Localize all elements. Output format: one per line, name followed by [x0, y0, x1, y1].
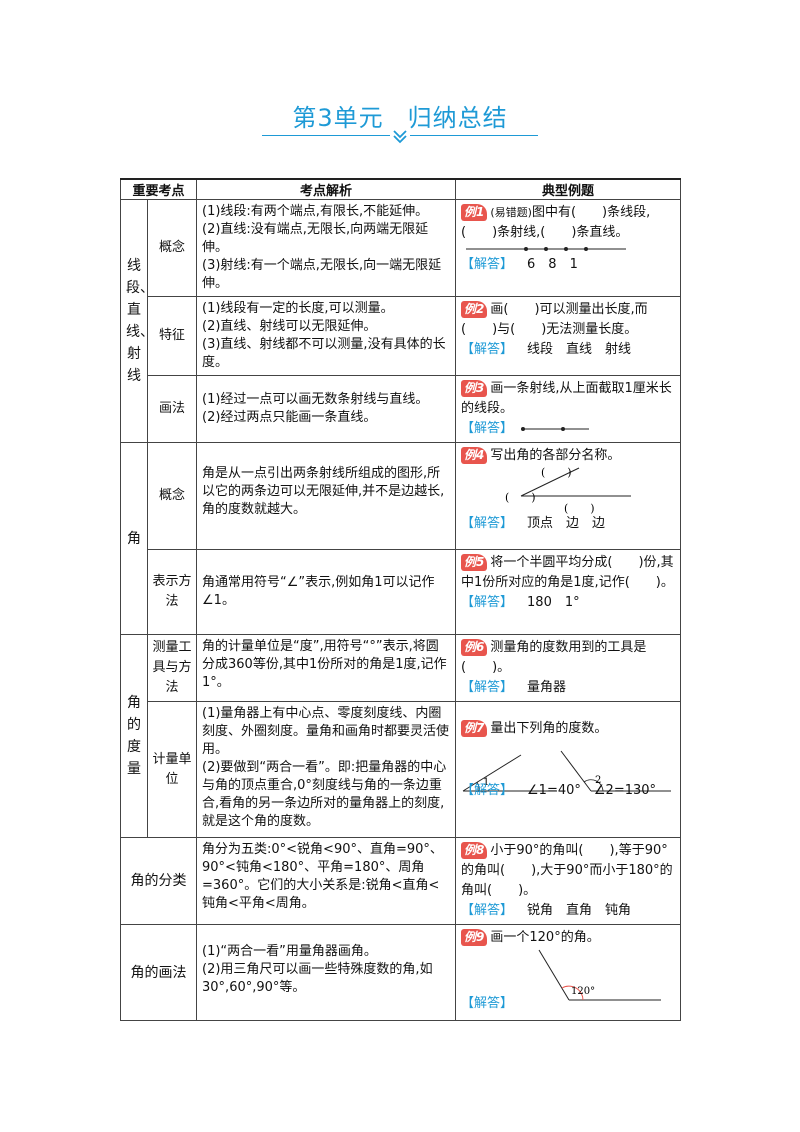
example-cell: 例1(易错题)图中有( )条线段,( )条射线,( )条直线。 【解答】6 8 …: [455, 199, 682, 297]
sub-tools: 测量工具与方法: [146, 634, 198, 702]
analysis-cell: (1)量角器上有中心点、零度刻度线、内圈刻度、外圈刻度。量角和画角时都要灵活使用…: [196, 701, 457, 838]
sub-concept: 概念: [146, 199, 198, 297]
table-header-row: 重要考点 考点解析 典型例题: [119, 178, 682, 200]
category-angle: 角: [120, 442, 148, 635]
analysis-cell: 角通常用符号“∠”表示,例如角1可以记作∠1。: [196, 549, 457, 635]
blank-side-label: ( ): [541, 466, 572, 479]
table-row: 画法 (1)经过一点可以画无数条射线与直线。 (2)经过两点只能画一条直线。 例…: [121, 375, 682, 443]
analysis-cell: (1)经过一点可以画无数条射线与直线。 (2)经过两点只能画一条直线。: [196, 375, 457, 443]
sub-drawing: 画法: [146, 375, 198, 443]
analysis-cell: (1)线段有一定的长度,可以测量。 (2)直线、射线可以无限延伸。 (3)直线、…: [196, 296, 457, 376]
category-lines: 线段、直线、射线: [120, 199, 154, 443]
category-measure: 角的度量: [120, 634, 148, 838]
answer-line: 【解答】: [461, 421, 514, 436]
title-underline-left: [262, 135, 390, 136]
category-drawing: 角的画法: [119, 924, 198, 1021]
sub-notation: 表示方法: [146, 549, 198, 635]
header-analysis: 考点解析: [196, 178, 457, 200]
table-row: 角 概念 角是从一点引出两条射线所组成的图形,所以它的两条边可以无限延伸,并不是…: [120, 442, 682, 635]
svg-text:2: 2: [595, 775, 601, 786]
answer-line: 【解答】180 1°: [461, 595, 580, 610]
table-row: 角的度量 测量工具与方法 角的计量单位是“度”,用符号“°”表示,将圆分成360…: [120, 634, 682, 838]
example-badge: 例7: [461, 720, 488, 737]
answer-line: 【解答】6 8 1: [461, 257, 578, 272]
angle-measure-figure: 1 2: [462, 750, 672, 792]
blank-vertex-label: ( ): [505, 491, 536, 504]
analysis-cell: 角是从一点引出两条射线所组成的图形,所以它的两条边可以无限延伸,并不是边越长,角…: [196, 442, 457, 550]
answer-line: 【解答】线段 直线 射线: [461, 342, 632, 357]
example-badge: 例4: [461, 447, 488, 464]
header-key-points: 重要考点: [119, 178, 198, 200]
example-badge: 例3: [461, 380, 488, 397]
table-row: 线段、直线、射线 概念 (1)线段:有两个端点,有限长,不能延伸。 (2)直线:…: [120, 199, 682, 443]
sub-feature: 特征: [146, 296, 198, 376]
analysis-cell: 角的计量单位是“度”,用符号“°”表示,将圆分成360等份,其中1份所对的角是1…: [196, 634, 457, 702]
page-title: 第3单元归纳总结: [292, 104, 508, 132]
angle-120-figure: 120°: [538, 949, 662, 1001]
answer-line: 【解答】锐角 直角 钝角: [461, 903, 632, 918]
example-badge: 例2: [461, 301, 488, 318]
sub-angle-concept: 概念: [146, 442, 198, 550]
summary-table: 重要考点 考点解析 典型例题 线段、直线、射线 概念 (1)线段:有两个端点,有…: [119, 178, 682, 1021]
analysis-cell: (1)“两合一看”用量角器画角。 (2)用三角尺可以画一些特殊度数的角,如30°…: [196, 924, 457, 1021]
table-row: 角的分类 角分为五类:0°<锐角<90°、直角=90°、90°<钝角<180°、…: [119, 837, 682, 925]
analysis-cell: (1)线段:有两个端点,有限长,不能延伸。 (2)直线:没有端点,无限长,向两端…: [196, 199, 457, 297]
svg-text:1: 1: [483, 777, 489, 788]
svg-text:120°: 120°: [571, 986, 595, 997]
header-examples: 典型例题: [455, 178, 682, 200]
example-badge: 例6: [461, 639, 488, 656]
example-badge: 例8: [461, 842, 488, 859]
chevron-down-icon: [393, 130, 407, 144]
table-row: 计量单位 (1)量角器上有中心点、零度刻度线、内圈刻度、外圈刻度。量角和画角时都…: [121, 701, 682, 838]
example-badge: 例9: [461, 929, 488, 946]
title-underline-right: [410, 135, 538, 136]
example-badge: 例1: [461, 204, 488, 221]
answer-line: 【解答】量角器: [461, 680, 567, 695]
blank-base-label: ( ): [564, 502, 595, 514]
table-row: 角的画法 (1)“两合一看”用量角器画角。 (2)用三角尺可以画一些特殊度数的角…: [119, 924, 682, 1021]
table-row: 特征 (1)线段有一定的长度,可以测量。 (2)直线、射线可以无限延伸。 (3)…: [121, 296, 682, 376]
sub-unit: 计量单位: [146, 701, 198, 838]
answer-line: 【解答】顶点 边 边: [461, 516, 606, 531]
answer-line: 【解答】∠1=40° ∠2=130°: [461, 783, 657, 798]
answer-line: 【解答】: [461, 996, 514, 1011]
angle-parts-figure: ( ) ( ) ( ): [505, 466, 632, 514]
line-figure: [466, 247, 627, 251]
ray-figure: [521, 427, 590, 431]
category-classification: 角的分类: [119, 837, 198, 925]
example-badge: 例5: [461, 554, 488, 571]
analysis-cell: 角分为五类:0°<锐角<90°、直角=90°、90°<钝角<180°、平角=18…: [196, 837, 457, 925]
